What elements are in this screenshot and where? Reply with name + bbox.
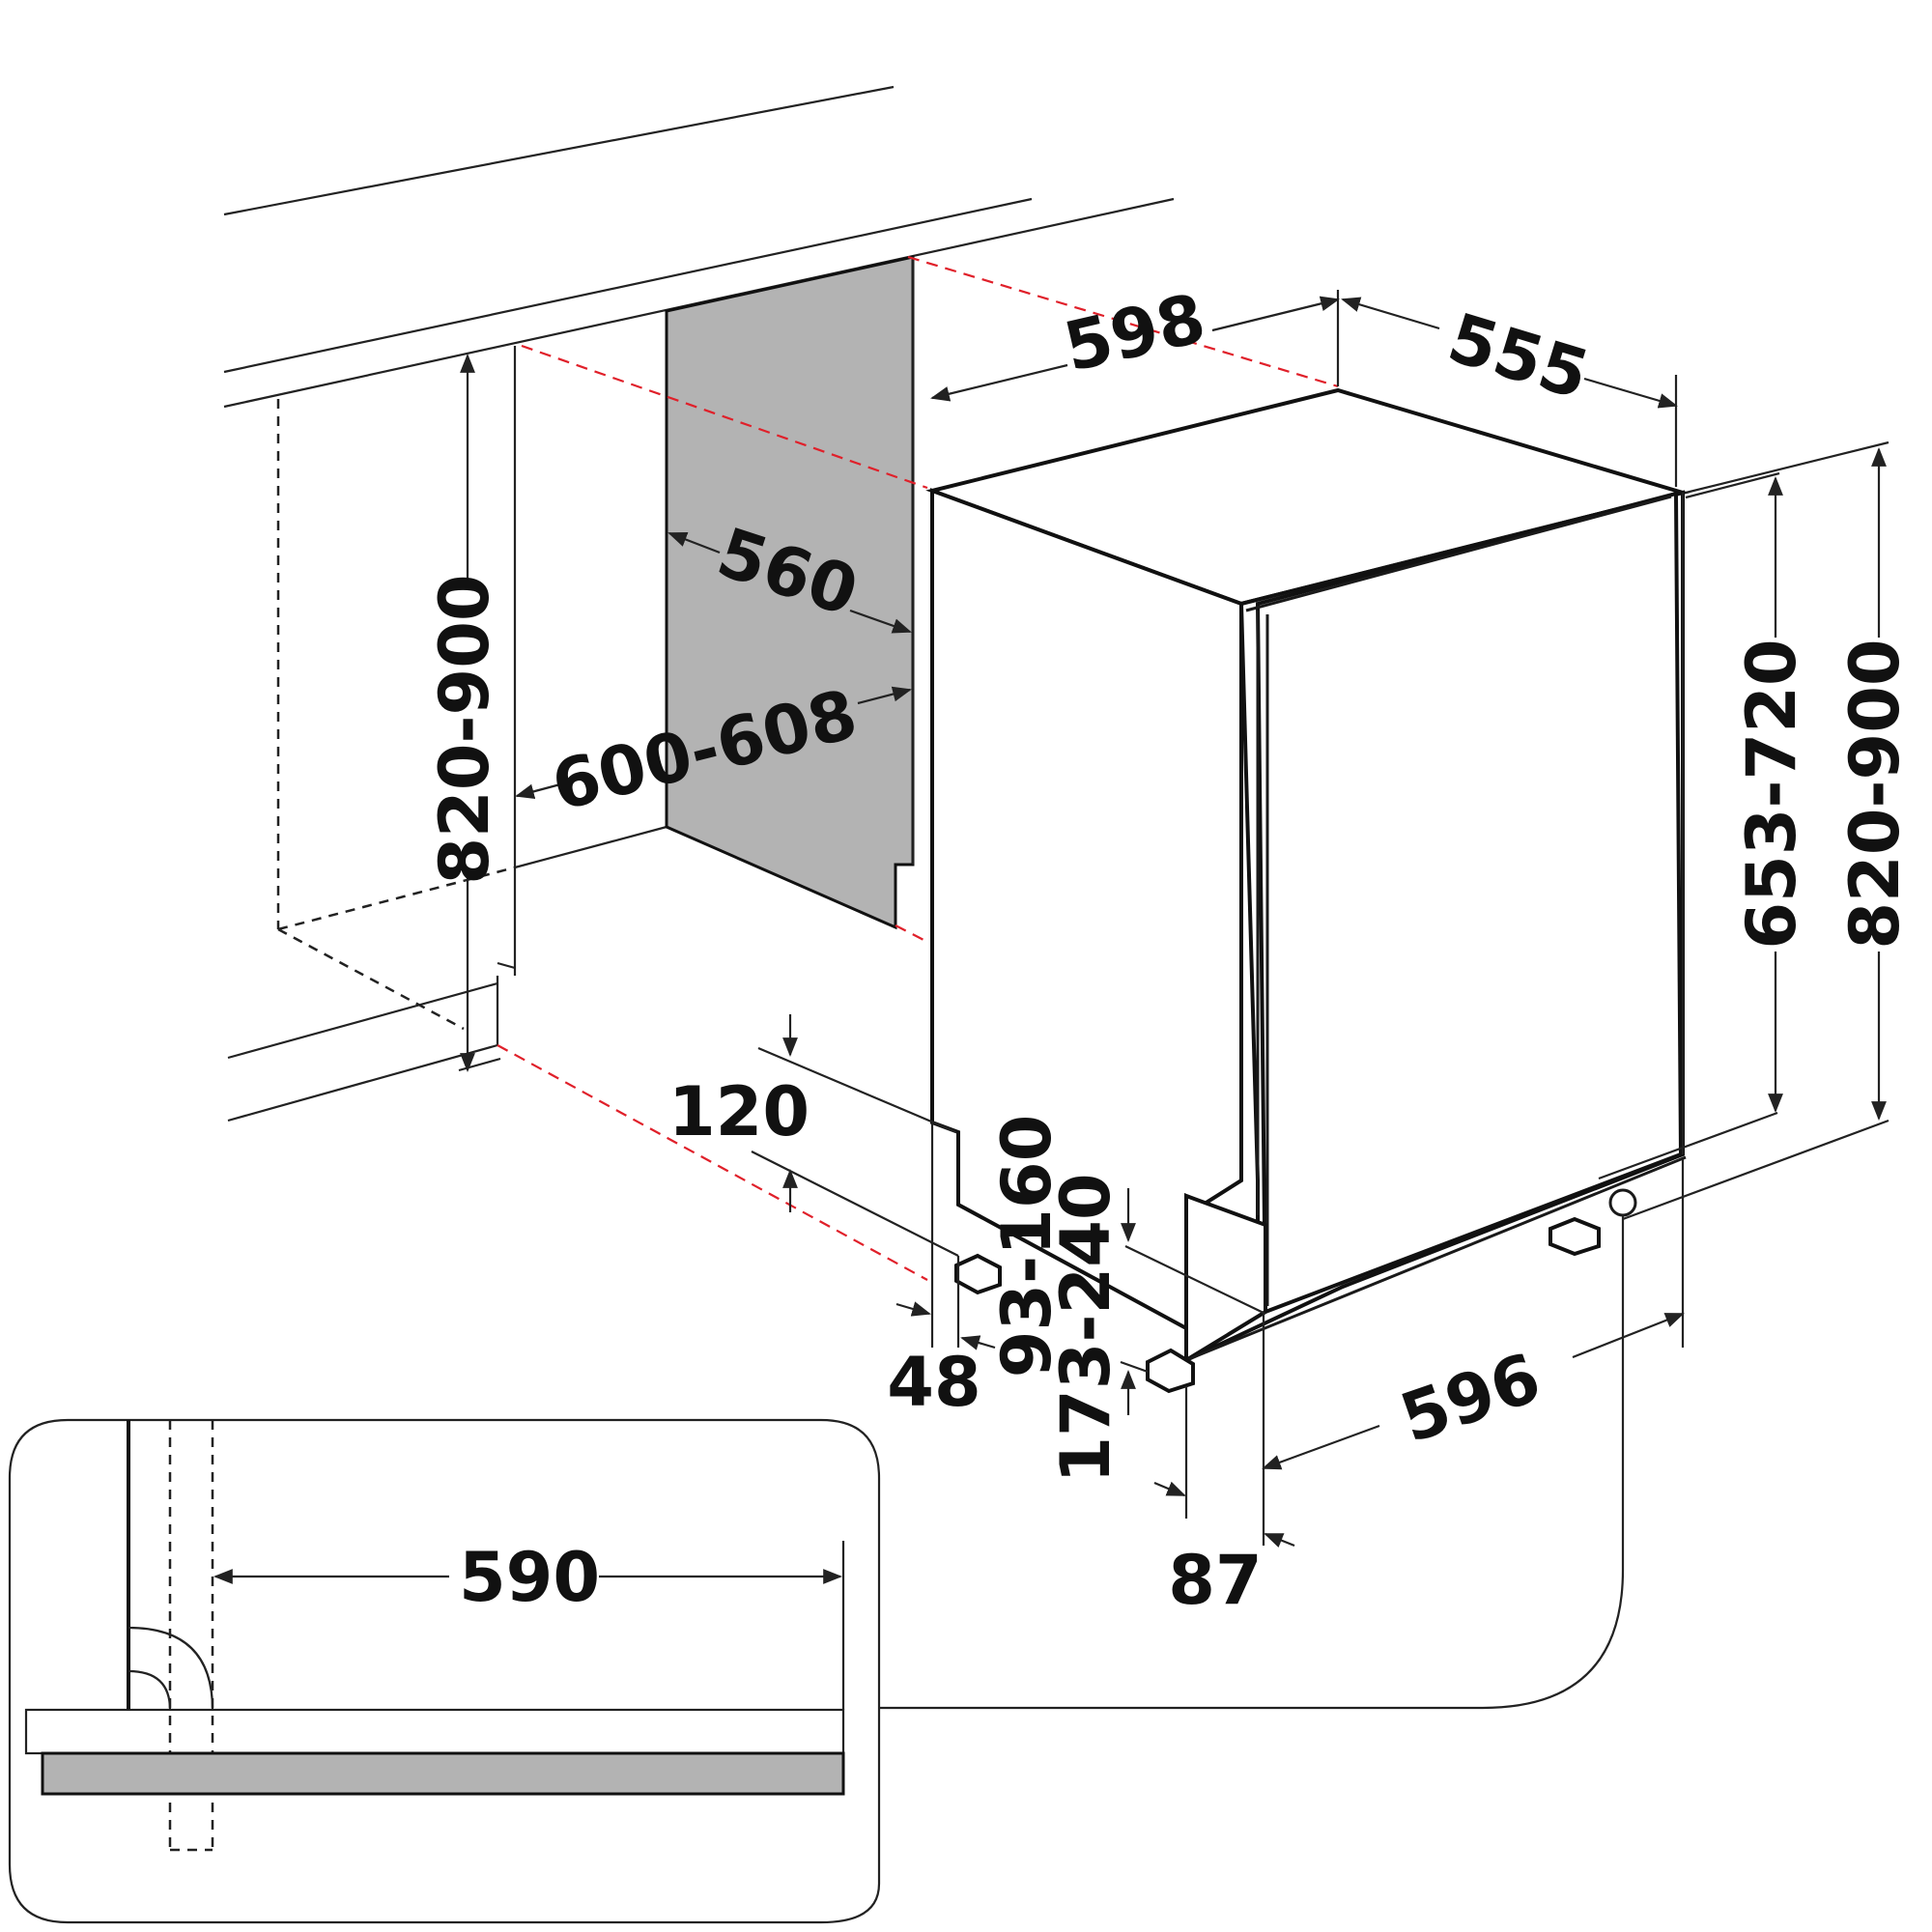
dim-590: 590: [459, 1538, 600, 1617]
dim-653-720: 653-720: [1732, 639, 1811, 949]
dim-555: 555: [1439, 298, 1598, 414]
alignment-guides: [497, 255, 1339, 1281]
dim-596: 596: [1391, 1338, 1550, 1459]
dim-93-160: 93-160: [987, 1115, 1066, 1378]
dim-820-900-right: 820-900: [1835, 639, 1915, 949]
dishwasher-body: [925, 387, 1690, 1394]
dimension-lines: [458, 290, 1889, 1548]
detail-inset: [8, 1215, 1625, 1924]
dim-598: 598: [1057, 278, 1212, 387]
dim-48: 48: [887, 1343, 980, 1422]
dim-820-900-left: 820-900: [425, 574, 504, 884]
dim-120: 120: [668, 1072, 810, 1151]
inset-panel: [41, 1751, 845, 1796]
dim-87: 87: [1168, 1541, 1262, 1620]
dim-173-240: 173-240: [1046, 1173, 1125, 1483]
